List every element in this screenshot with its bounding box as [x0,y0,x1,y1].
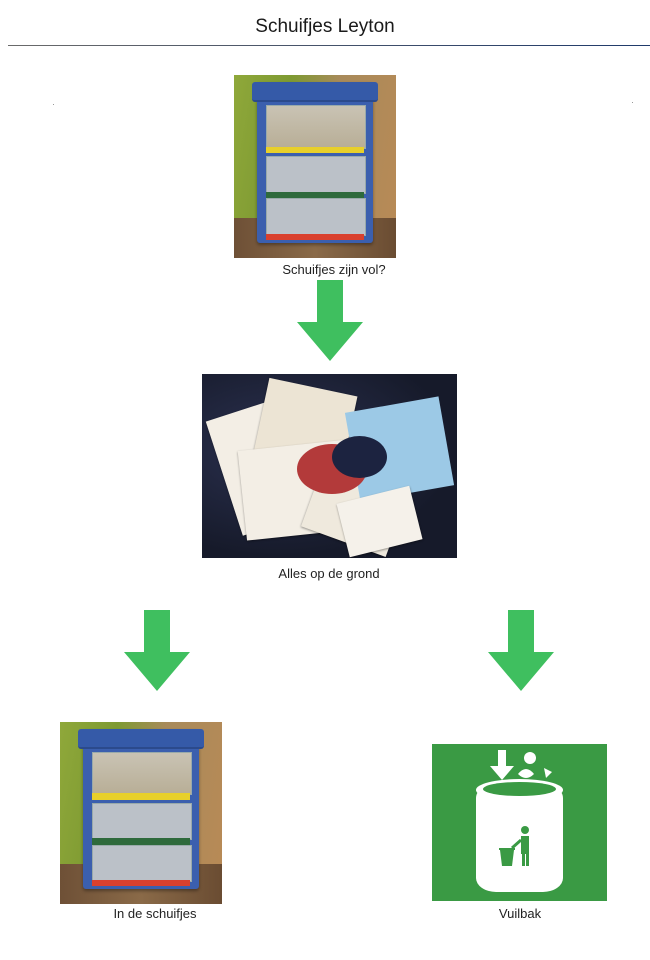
scan-speck [632,102,633,103]
step2-caption: Alles op de grond [278,566,380,581]
right-outcome-caption: Vuilbak [498,906,542,921]
arrow-down-icon [124,610,190,691]
step1-caption: Schuifjes zijn vol? [282,262,386,277]
arrow-down-icon [297,280,363,361]
scan-speck [53,104,54,105]
trash-person-icon [490,750,552,866]
papers-on-floor-photo [202,374,457,558]
left-outcome-caption: In de schuifjes [113,906,197,921]
recycle-bin-icon [432,744,607,901]
put-in-drawers-photo [60,722,222,904]
page-title: Schuifjes Leyton [255,16,395,37]
drawers-full-photo [234,75,396,258]
arrow-down-icon [488,610,554,691]
title-divider [8,45,650,46]
